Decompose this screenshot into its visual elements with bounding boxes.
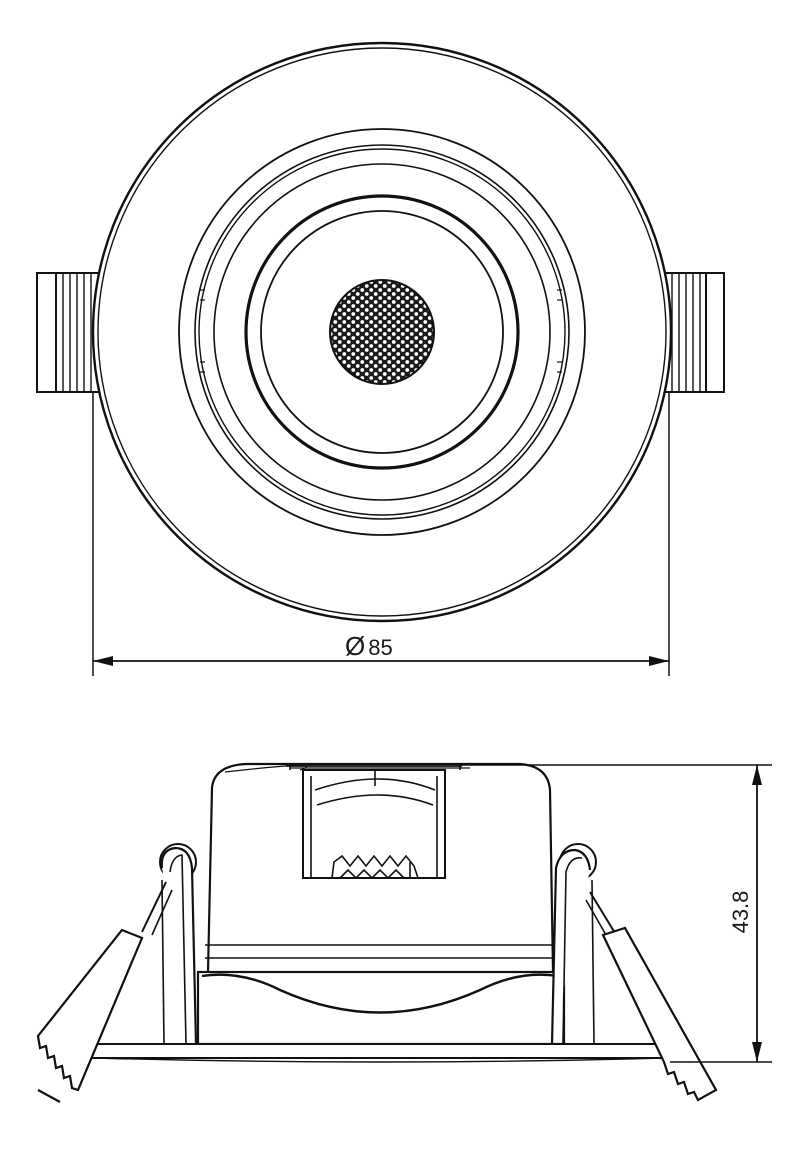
honeycomb-lens xyxy=(329,279,435,385)
bezel-ring-c xyxy=(213,163,551,501)
right-spring-tab xyxy=(663,272,725,393)
height-label: 43.8 xyxy=(728,891,753,934)
flange-inner-ring xyxy=(97,47,667,617)
bezel-ring-outer xyxy=(178,128,586,536)
reflector-ring-bold xyxy=(244,194,520,470)
diameter-dimension xyxy=(92,392,670,676)
side-view xyxy=(36,762,718,1103)
diameter-value: 85 xyxy=(368,635,392,660)
bezel-ring-b xyxy=(198,148,566,516)
height-dimension xyxy=(462,764,772,1063)
top-view xyxy=(36,41,725,623)
bezel-ring-a xyxy=(194,144,570,520)
right-spring-clip xyxy=(550,843,718,1102)
diameter-symbol: Ø xyxy=(345,631,365,661)
flange xyxy=(88,1043,672,1063)
left-spring-clip xyxy=(36,843,198,1103)
lower-collar xyxy=(196,970,566,1046)
left-spring-tab xyxy=(36,272,102,393)
tilt-notches xyxy=(200,289,562,373)
terminal-block xyxy=(286,764,462,880)
reflector-ring-inner xyxy=(260,210,504,454)
